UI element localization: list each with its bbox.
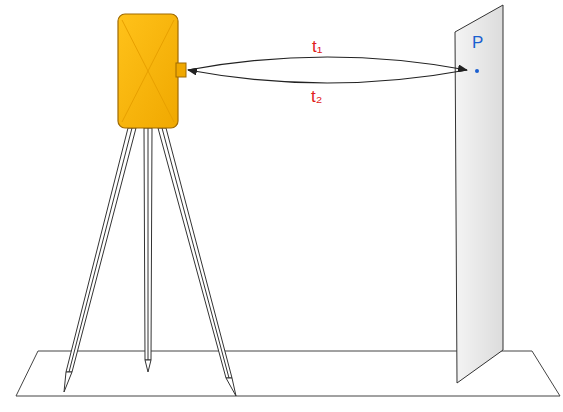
target-point	[475, 69, 479, 73]
time-label: t₁	[312, 38, 322, 55]
tripod	[64, 128, 236, 396]
point-label: P	[472, 34, 483, 51]
outgoing-ray	[188, 57, 467, 70]
total-station	[118, 14, 186, 128]
time-label: t₂	[311, 88, 322, 105]
wall-panel	[455, 5, 503, 383]
return-ray	[188, 70, 467, 83]
